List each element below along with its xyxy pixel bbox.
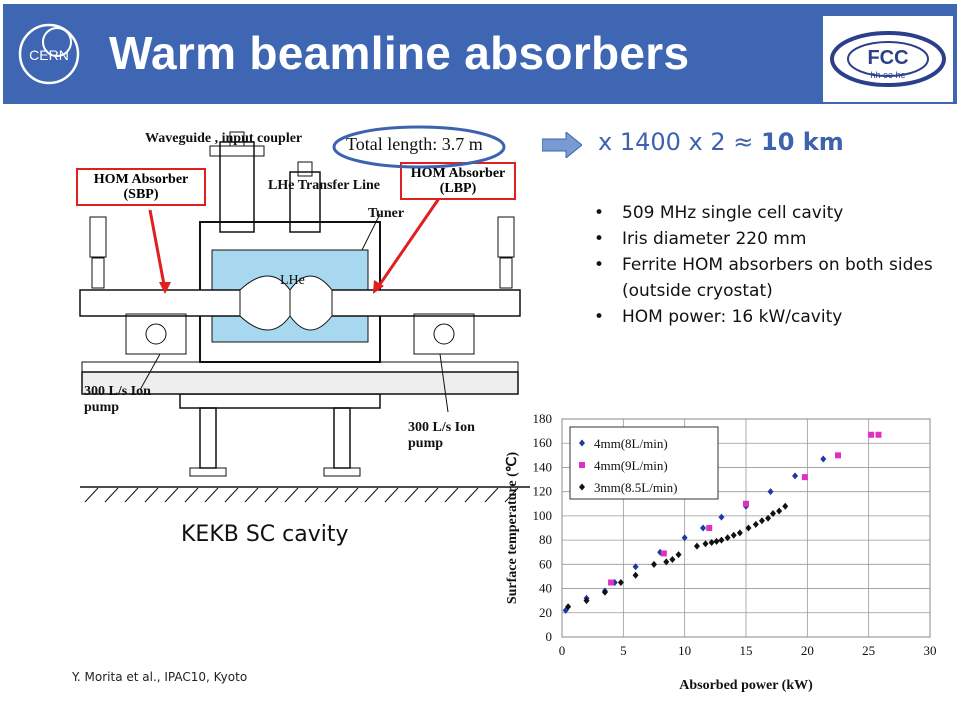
right-arrow-icon <box>542 132 582 158</box>
data-point <box>713 537 720 545</box>
data-point <box>617 579 624 586</box>
data-point <box>693 542 700 550</box>
y-tick-label: 120 <box>533 484 553 499</box>
scaling-prefix: x 1400 x 2 ≈ <box>598 128 762 156</box>
reference-citation: Y. Morita et al., IPAC10, Kyoto <box>72 670 248 684</box>
data-point <box>565 603 572 611</box>
data-point <box>875 431 882 438</box>
x-axis-label: Absorbed power (kW) <box>679 678 813 693</box>
data-point <box>718 513 725 521</box>
x-tick-label: 15 <box>740 643 753 658</box>
scaling-estimate: x 1400 x 2 ≈ 10 km <box>598 128 844 156</box>
y-axis-label: Surface temperature (℃) <box>505 452 520 605</box>
page-title: Warm beamline absorbers <box>109 27 690 79</box>
waveguide-label: Waveguide , input coupler <box>145 131 303 146</box>
data-point <box>820 455 827 463</box>
kekb-cavity-diagram: LHe Waveguide , input coupler LHe Transf… <box>70 122 530 522</box>
list-item: •509 MHz single cell cavity <box>594 203 844 223</box>
data-point <box>758 517 765 525</box>
data-point <box>663 558 670 566</box>
data-point <box>718 536 725 544</box>
data-point <box>801 474 808 481</box>
total-length-label: Total length: 3.7 m <box>346 134 483 154</box>
data-point <box>706 525 713 531</box>
data-point <box>669 555 676 563</box>
data-point <box>724 534 731 542</box>
list-item: •Ferrite HOM absorbers on both sides (ou… <box>594 255 933 301</box>
data-point <box>702 540 709 548</box>
data-point <box>730 531 737 539</box>
x-tick-label: 20 <box>801 643 814 658</box>
surface-temperature-chart: 0 5 10 15 20 25 30 0 20 40 60 80 100 120 140 160 180Abso… <box>505 411 937 693</box>
data-point <box>752 520 759 528</box>
data-point <box>767 488 774 496</box>
y-tick-label: 60 <box>539 556 552 571</box>
list-item: •Iris diameter 220 mm <box>594 229 807 249</box>
data-point <box>660 550 667 557</box>
data-point <box>765 514 772 522</box>
cavity-specs-list: •509 MHz single cell cavity •Iris diamet… <box>594 200 949 330</box>
data-point <box>745 524 752 532</box>
y-tick-label: 0 <box>546 629 553 644</box>
title-bar: CERN Warm beamline absorbers FCC hh ee h… <box>3 4 957 104</box>
data-point <box>700 524 707 532</box>
data-point <box>632 563 639 571</box>
data-point <box>782 502 789 510</box>
x-tick-label: 0 <box>559 643 566 658</box>
data-point <box>708 539 715 547</box>
data-point <box>632 571 639 579</box>
data-point <box>583 597 590 605</box>
y-tick-label: 140 <box>533 459 553 474</box>
data-point <box>651 560 657 568</box>
svg-text:hh ee he: hh ee he <box>870 70 905 80</box>
y-tick-label: 160 <box>533 435 553 450</box>
legend-entry: 4mm(9L/min) <box>594 458 668 473</box>
diagram-caption: KEKB SC cavity <box>181 522 349 547</box>
data-point <box>579 439 585 447</box>
ion-pump-left-label: 300 L/s Ion pump <box>84 384 151 415</box>
data-point <box>601 588 608 596</box>
data-point <box>608 579 615 586</box>
lhe-transfer-label: LHe Transfer Line <box>268 178 380 193</box>
x-tick-label: 10 <box>678 643 691 658</box>
y-tick-label: 100 <box>533 508 553 523</box>
data-point <box>579 462 585 468</box>
data-point <box>868 431 875 438</box>
data-point <box>681 534 688 542</box>
list-item: •HOM power: 16 kW/cavity <box>594 307 843 327</box>
hom-absorber-sbp-label: HOM Absorber (SBP) <box>76 168 206 206</box>
data-point <box>579 483 585 491</box>
data-point <box>835 452 841 459</box>
x-tick-label: 30 <box>924 643 937 658</box>
legend-entry: 4mm(8L/min) <box>594 436 668 451</box>
y-tick-label: 40 <box>539 581 552 596</box>
legend-entry: 3mm(8.5L/min) <box>594 480 677 495</box>
svg-text:FCC: FCC <box>867 47 908 69</box>
cern-logo: CERN <box>18 23 80 85</box>
y-tick-label: 180 <box>533 411 553 426</box>
y-tick-label: 80 <box>539 532 552 547</box>
data-point <box>776 507 783 515</box>
total-length-ellipse <box>332 125 506 169</box>
data-point <box>611 579 618 586</box>
data-point <box>675 551 682 559</box>
x-tick-label: 25 <box>862 643 875 658</box>
svg-text:CERN: CERN <box>29 47 69 63</box>
x-tick-label: 5 <box>620 643 627 658</box>
tuner-label: Tuner <box>368 206 405 221</box>
y-tick-label: 20 <box>539 605 552 620</box>
legend-box <box>569 426 719 500</box>
lhe-label: LHe <box>280 273 305 288</box>
data-point <box>792 472 799 480</box>
ion-pump-right-label: 300 L/s Ion pump <box>408 420 475 451</box>
fcc-logo: FCC hh ee he <box>823 16 953 102</box>
scaling-result: 10 km <box>761 128 844 156</box>
data-point <box>736 529 743 537</box>
data-point <box>743 500 749 507</box>
data-point <box>769 509 776 517</box>
